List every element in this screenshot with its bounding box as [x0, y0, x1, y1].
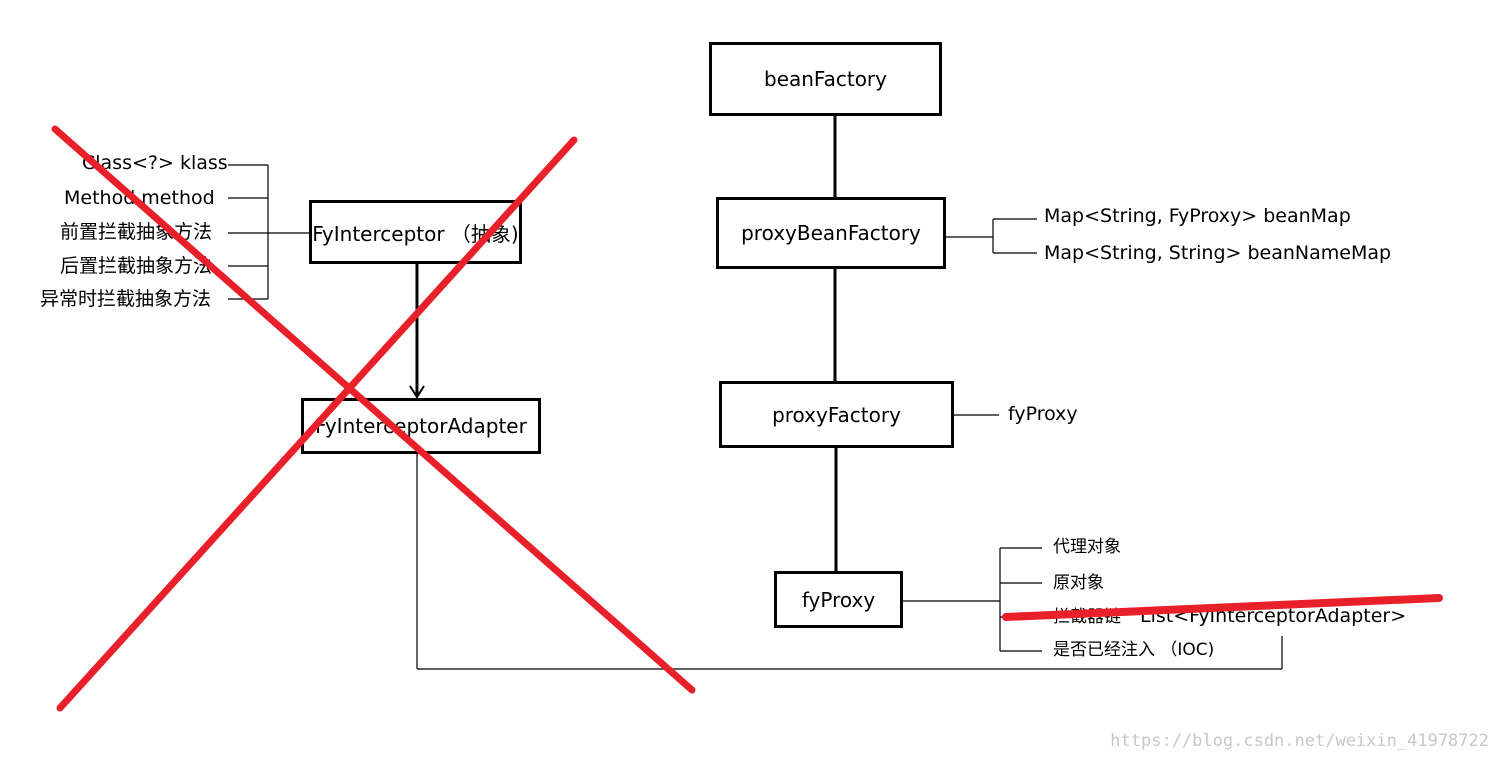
watermark: https://blog.csdn.net/weixin_41978722	[1110, 731, 1489, 751]
field-after-advice: 后置拦截抽象方法	[60, 255, 213, 277]
interceptor-chain-field: 拦截器链	[1053, 607, 1121, 627]
original-object-field: 原对象	[1053, 573, 1104, 593]
injected-field: 是否已经注入 （IOC)	[1053, 640, 1215, 660]
proxy-object-field: 代理对象	[1053, 537, 1121, 557]
interceptor-list-type: List<FyInterceptorAdapter>	[1140, 605, 1407, 627]
field-klass: Class<?> klass	[82, 152, 228, 174]
proxy-factory-field: fyProxy	[1008, 403, 1078, 425]
proxy-factory-box: proxyFactory	[719, 381, 954, 448]
bean-name-map-field: Map<String, String> beanNameMap	[1044, 242, 1392, 264]
field-before-advice: 前置拦截抽象方法	[60, 221, 213, 243]
proxy-bean-factory-box: proxyBeanFactory	[716, 197, 946, 269]
fy-proxy-box: fyProxy	[774, 571, 903, 628]
field-method: Method method	[64, 187, 215, 209]
field-exception-advice: 异常时拦截抽象方法	[40, 288, 212, 310]
fy-interceptor-box: FyInterceptor （抽象)	[309, 200, 522, 264]
fy-interceptor-adapter-box: FyInterceptorAdapter	[301, 398, 541, 454]
bean-map-field: Map<String, FyProxy> beanMap	[1044, 205, 1351, 227]
bean-factory-box: beanFactory	[709, 42, 942, 116]
